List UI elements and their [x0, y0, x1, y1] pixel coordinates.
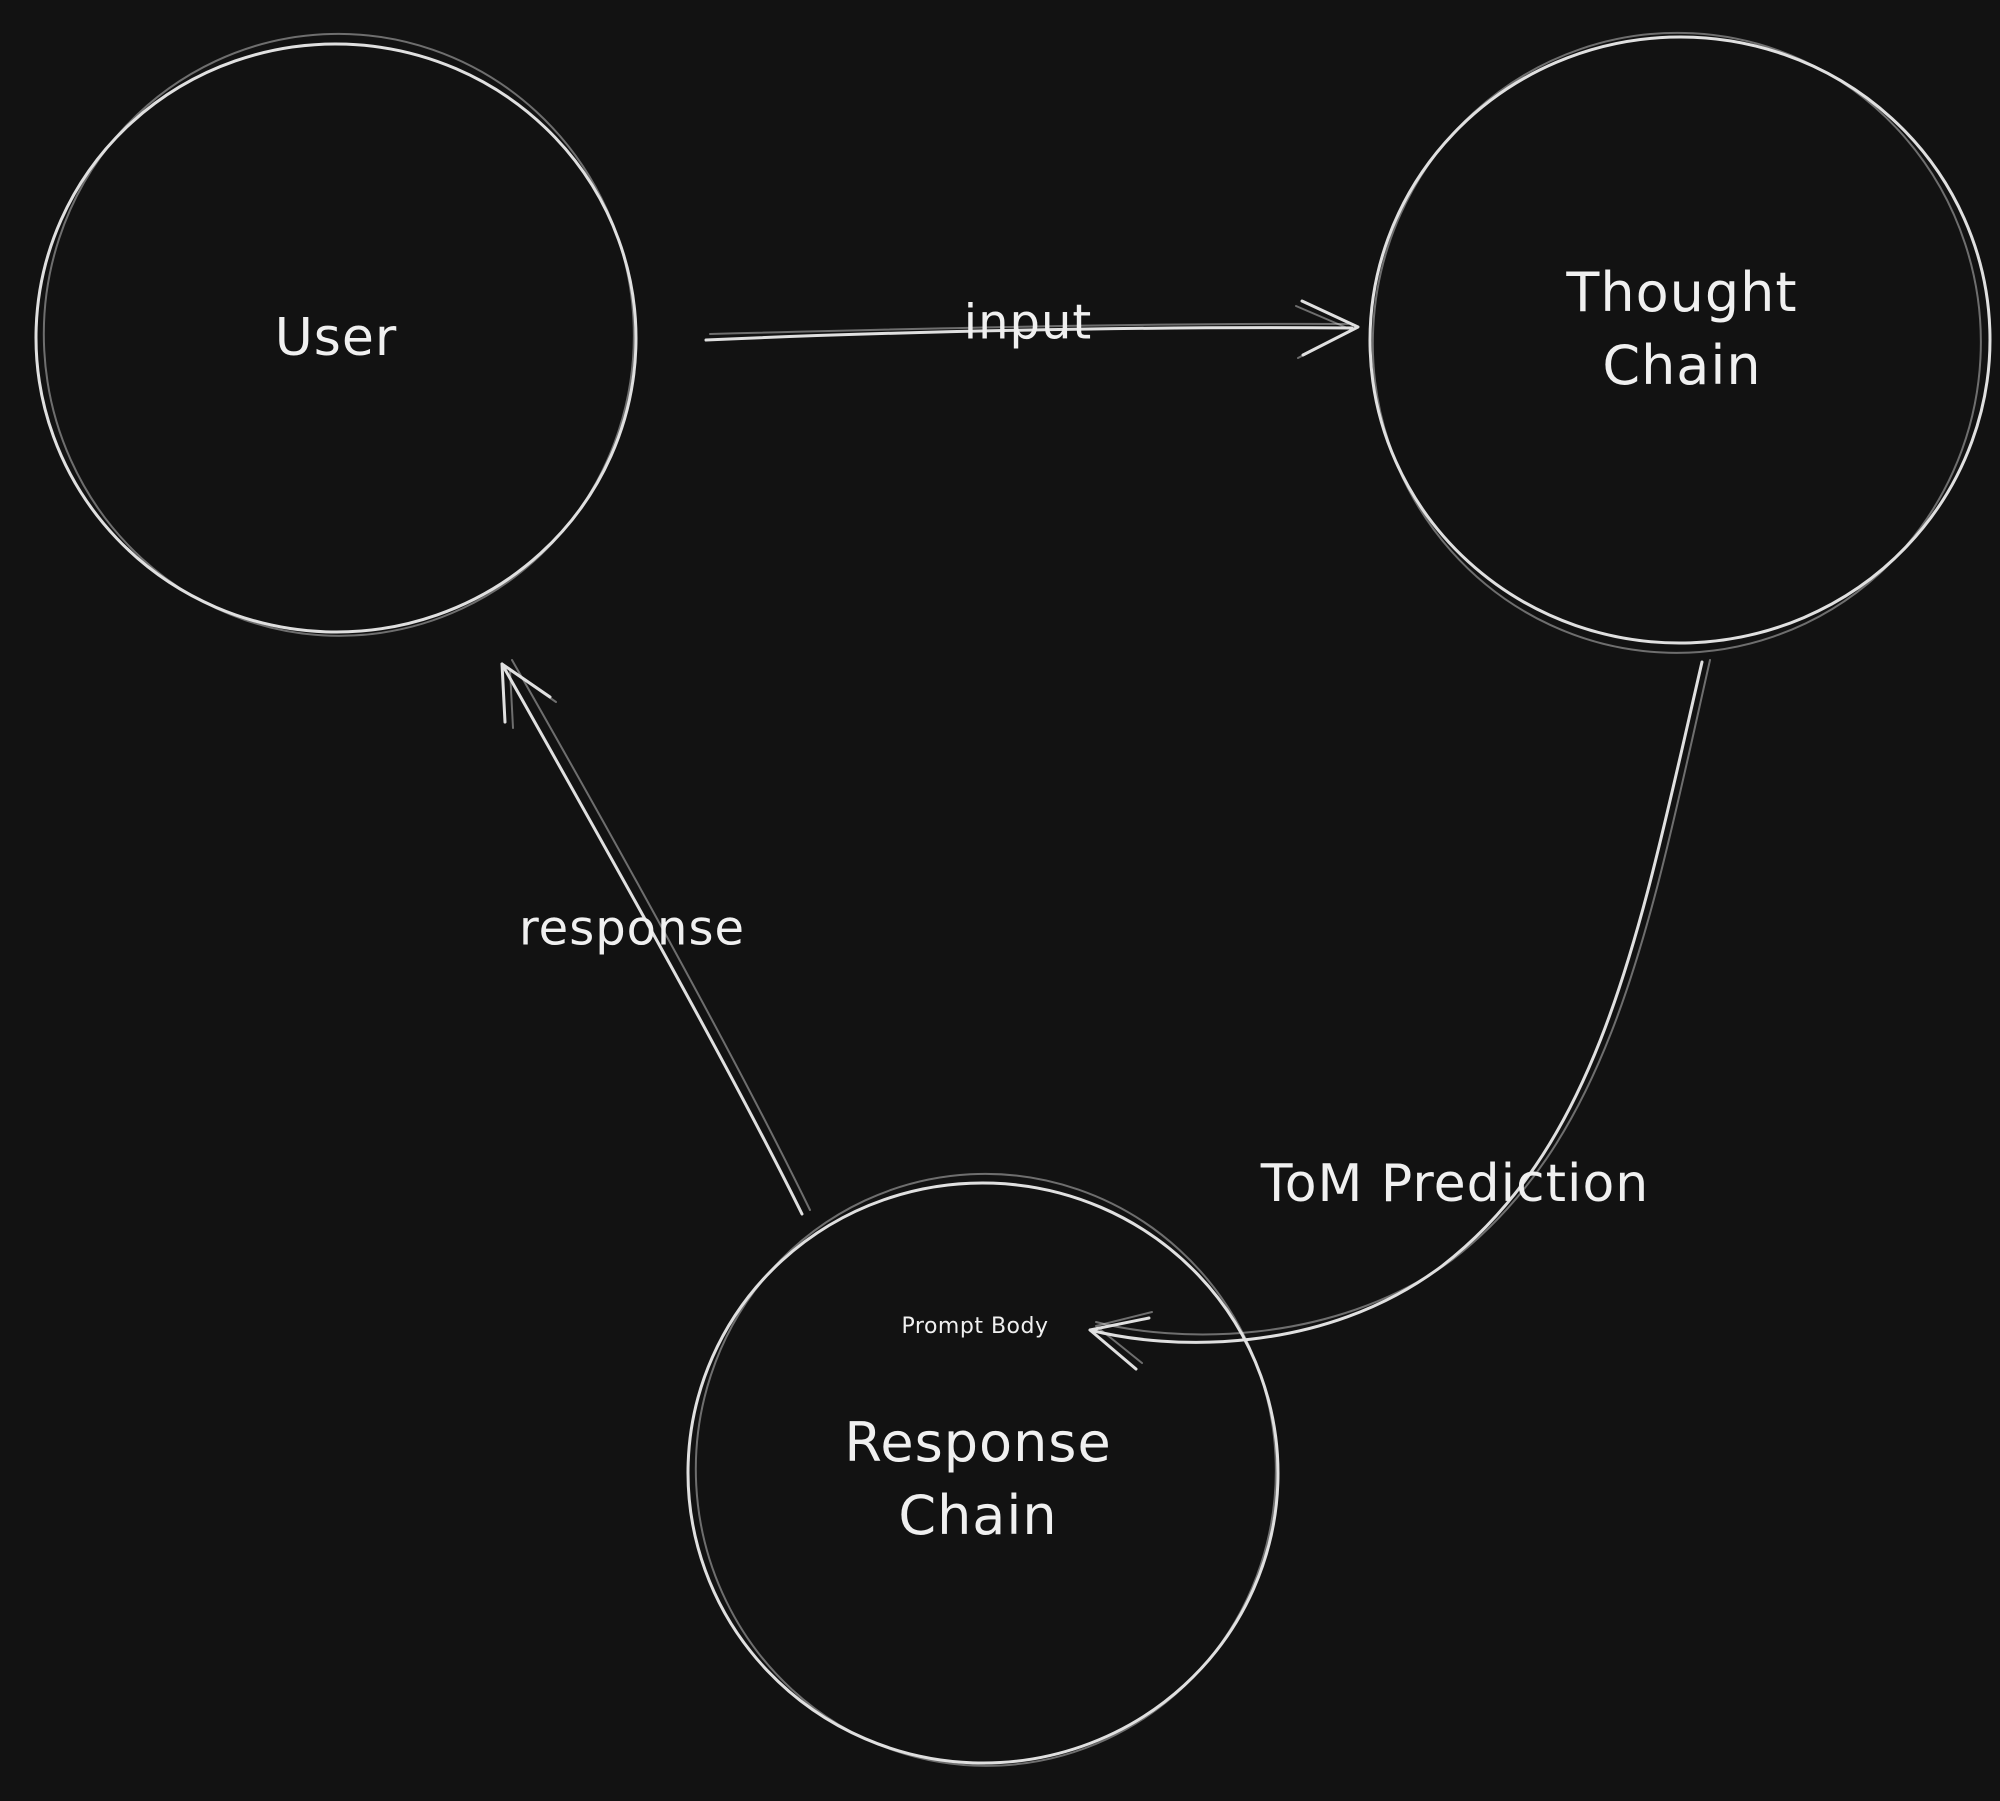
- prompt-body-label: Prompt Body: [901, 1314, 1049, 1340]
- user-node-circle-stroke: [34, 42, 638, 634]
- input-arrow: [704, 299, 1360, 359]
- input-arrowhead: [1300, 299, 1360, 357]
- tom-prediction-arrow-shaft-sketch: [1095, 659, 1711, 1336]
- tom-prediction-arrowhead-sketch: [1095, 1311, 1153, 1364]
- response-chain-node-circle-sketch-stroke: [694, 1172, 1277, 1767]
- tom-prediction-edge-label: ToM Prediction: [1260, 1153, 1650, 1214]
- input-arrow-shaft: [704, 326, 1354, 342]
- response-arrow: [500, 659, 811, 1216]
- tom-prediction-arrow-shaft: [1088, 660, 1704, 1344]
- thought-chain-node-label: Thought Chain: [1566, 261, 1798, 397]
- response-chain-node-circle: [686, 1172, 1280, 1767]
- tom-prediction-arrowhead: [1088, 1316, 1151, 1371]
- tom-prediction-arrow: [1088, 659, 1711, 1371]
- user-node-label: User: [274, 307, 398, 368]
- response-arrow-shaft-sketch: [511, 659, 811, 1211]
- response-edge-label: response: [518, 900, 746, 957]
- input-arrow-shaft-sketch: [709, 322, 1349, 335]
- response-arrow-shaft: [500, 662, 804, 1216]
- thought-chain-node-circle-stroke: [1368, 35, 1992, 645]
- response-arrowhead-sketch: [509, 669, 557, 729]
- thought-chain-node-circle-sketch-stroke: [1371, 31, 1982, 654]
- input-edge-label: input: [963, 294, 1093, 351]
- response-chain-node-circle-stroke: [686, 1181, 1280, 1765]
- response-chain-node-label: Response Chain: [844, 1411, 1112, 1547]
- input-arrowhead-sketch: [1295, 305, 1353, 359]
- user-node-circle-sketch-stroke: [42, 32, 635, 637]
- thought-chain-node-circle: [1368, 31, 1992, 654]
- response-arrowhead: [500, 662, 552, 724]
- user-node-circle: [34, 32, 638, 637]
